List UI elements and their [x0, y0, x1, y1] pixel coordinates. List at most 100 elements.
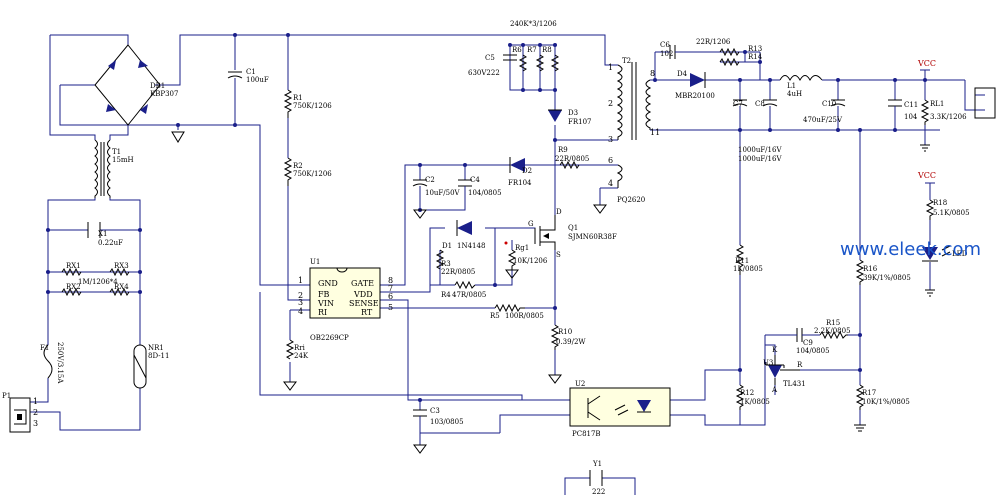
d1-value: 1N4148 [457, 242, 485, 250]
u1-pin8: 8 [388, 276, 393, 285]
fuse-f1: F1 250V/3.15A [40, 342, 64, 384]
p1-ref: P1 [2, 392, 11, 400]
p1-pin1: 1 [33, 397, 38, 406]
output-connector [974, 87, 996, 119]
t2-pin11: 11 [650, 128, 660, 137]
r16-ref: R16 [863, 265, 878, 273]
capacitor-x1: X1 0.22uF [87, 222, 123, 247]
db1-ref: DB1 [150, 82, 165, 90]
y1-ref: Y1 [592, 460, 602, 468]
resistor-r4: R4 47R/0805 [441, 280, 486, 299]
u3-r: R [797, 361, 803, 369]
t2-pin1: 1 [608, 63, 613, 72]
rg1-ref: Rg1 [515, 244, 529, 252]
d2-ref: D2 [522, 167, 532, 175]
rri-value: 24K [294, 352, 309, 360]
x1-ref: X1 [98, 230, 107, 238]
shunt-regulator-u3: U3 TL431 K R A [763, 346, 806, 394]
ground-symbols [171, 131, 935, 454]
rx4-ref: RX4 [114, 283, 129, 291]
resistor-rg1: Rg1 10K/1206 [504, 241, 548, 270]
c5-ref: C5 [485, 54, 495, 62]
u1-fb: FB [318, 290, 330, 299]
t1-value: 15mH [112, 156, 134, 164]
resistor-r10: R10 0.39/2W [550, 324, 586, 350]
c1-value: 100uF [246, 76, 269, 84]
u1-ref: U1 [310, 258, 320, 266]
resistor-r18: R18 5.1K/0805 [925, 199, 970, 220]
db1-value: KBP307 [150, 90, 178, 98]
rx-value: 1M/1206*4 [78, 278, 118, 286]
snubber-network: C5 630V222 R6 R7 R8 240K*3/1206 D3 FR107 [468, 20, 592, 126]
c4-ref: C4 [470, 176, 480, 184]
r6-ref: R6 [512, 46, 522, 54]
t1-ref: T1 [112, 148, 121, 156]
t2-ref: T2 [622, 57, 631, 65]
u3-ref: U3 [763, 359, 773, 367]
c5-value: 630V222 [468, 69, 500, 77]
l1-ref: L1 [787, 82, 796, 90]
r18-ref: R18 [933, 199, 947, 207]
u1-pin5: 5 [388, 303, 393, 312]
vcc-rails: VCC VCC [917, 59, 936, 190]
r1-value: 750K/1206 [293, 102, 332, 110]
resistor-r3: R3 22R/0805 [435, 249, 475, 276]
resistor-rl1: RL1 3.3K/1206 [920, 99, 967, 125]
u1-gnd: GND [318, 279, 338, 288]
r9-value: 22R/0805 [555, 155, 589, 163]
r17-ref: R17 [862, 389, 876, 397]
u1-pin3: 3 [298, 298, 303, 307]
site-watermark: www.eleek.com [840, 239, 981, 260]
capacitor-c2: C2 10uF/50V [412, 176, 461, 197]
diode-d1: D1 1N4148 [442, 220, 485, 250]
nr1-ref: NR1 [148, 344, 164, 352]
rl1-value: 3.3K/1206 [930, 113, 967, 121]
diode-d4: D4 MBR20100 [675, 70, 715, 100]
r11-ref: R11 [735, 257, 749, 265]
q1-s: S [556, 251, 561, 259]
q1-ref: Q1 [568, 224, 578, 232]
r5-ref: R5 [490, 312, 500, 320]
c8-value: 1000uF/16V [738, 155, 782, 163]
snubber-secondary: C6 102 R13 R14 22R/1206 [660, 38, 763, 67]
resistor-r12: R12 1K/0805 [735, 384, 770, 410]
rx1-ref: RX1 [66, 262, 81, 270]
pq-value: PQ2620 [617, 196, 645, 204]
u1-vdd: VDD [353, 290, 373, 299]
r14-ref: R14 [748, 53, 763, 61]
r4-ref: R4 [441, 291, 451, 299]
r8-ref: R8 [542, 46, 552, 54]
resistor-r17: R17 10K/1%/0805 [855, 384, 910, 410]
r18-value: 5.1K/0805 [933, 209, 970, 217]
resistors-rx: RX1 RX3 1M/1206*4 RX2 RX4 [61, 262, 130, 297]
rl1-ref: RL1 [930, 100, 944, 108]
mosfet-q1: G D S Q1 SJMN60R38F [528, 208, 617, 259]
wires [30, 34, 985, 495]
d4-value: MBR20100 [675, 92, 715, 100]
r5-value: 100R/0805 [505, 312, 544, 320]
r10-ref: R10 [558, 328, 572, 336]
u1-pin6: 6 [388, 292, 393, 301]
rri-ref: Rri [294, 344, 306, 352]
r1-ref: R1 [293, 94, 303, 102]
c8-ref: C8 [755, 100, 765, 108]
vcc-label-top: VCC [917, 59, 936, 68]
r10-value: 0.39/2W [556, 338, 586, 346]
rx3-ref: RX3 [114, 262, 129, 270]
capacitor-c9: C9 104/0805 [790, 328, 830, 355]
optocoupler-u2: U2 PC817B [569, 380, 671, 438]
inductor-l1: L1 4uH [779, 75, 823, 98]
resistor-r5: R5 100R/0805 [490, 303, 544, 320]
resistor-r2: R2 750K/1206 [283, 157, 332, 186]
u1-rt: RT [361, 308, 373, 317]
r9-ref: R9 [558, 146, 568, 154]
resistor-r9: R9 22R/0805 [555, 146, 589, 170]
t2-pin3: 3 [608, 135, 613, 144]
led-indicator: LED [922, 245, 968, 262]
nr1-value: 8D-11 [148, 352, 169, 360]
c11-value: 104 [904, 113, 918, 121]
x1-value: 0.22uF [98, 239, 123, 247]
d3-ref: D3 [568, 109, 578, 117]
choke-t1: T1 15mH [94, 139, 134, 198]
capacitor-c7: C7 [732, 99, 748, 115]
